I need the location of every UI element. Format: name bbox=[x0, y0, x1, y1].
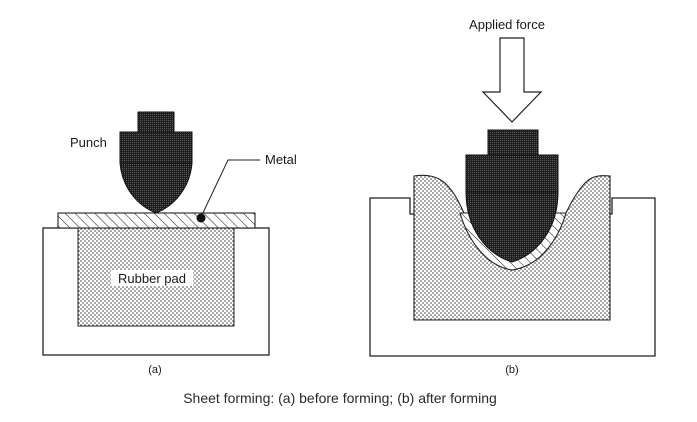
panel-b-sublabel: (b) bbox=[505, 364, 518, 376]
metal-leader-dot bbox=[196, 213, 206, 223]
punch-label: Punch bbox=[70, 135, 107, 150]
panel-b: Applied force (b) bbox=[369, 17, 656, 376]
rubber-pad-label-bg bbox=[111, 270, 193, 286]
applied-force-label: Applied force bbox=[469, 17, 545, 32]
metal-label: Metal bbox=[265, 152, 297, 167]
panel-a-sublabel: (a) bbox=[148, 364, 161, 376]
punch-b bbox=[465, 129, 559, 263]
metal-leader-line bbox=[200, 159, 260, 218]
panel-a: Rubber pad Punch Metal (a) bbox=[42, 111, 297, 376]
figure-caption: Sheet forming: (a) before forming; (b) a… bbox=[183, 390, 497, 406]
applied-force-arrow bbox=[481, 37, 543, 123]
rubber-pad-label: Rubber pad bbox=[118, 271, 186, 286]
metal-sheet-a bbox=[57, 212, 256, 229]
punch-a bbox=[119, 111, 193, 214]
